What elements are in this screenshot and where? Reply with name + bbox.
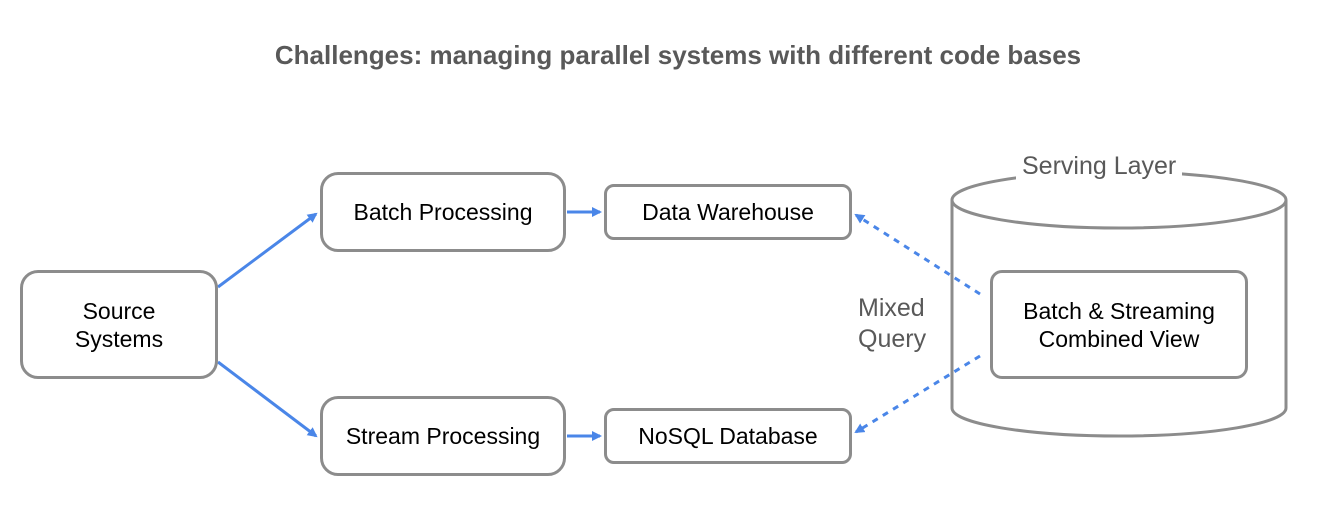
data-warehouse-label: Data Warehouse [642,199,814,225]
stream-processing-node: Stream Processing [320,396,566,476]
mixed-query-label: Mixed Query [858,294,927,353]
source-systems-node: Source Systems [20,270,218,379]
diagram-title: Challenges: managing parallel systems wi… [274,40,1082,70]
serving-layer-label: Serving Layer [1016,152,1183,181]
batch-processing-node: Batch Processing [320,172,566,252]
stream-processing-label: Stream Processing [345,423,541,449]
nosql-database-label: NoSQL Database [638,423,818,449]
source-systems-label: Source Systems [74,297,164,352]
data-warehouse-node: Data Warehouse [604,184,852,240]
dashed-arrow-query-to-nosql [854,354,981,434]
combined-view-node: Batch & Streaming Combined View [990,270,1248,379]
combined-view-label: Batch & Streaming Combined View [1023,297,1215,352]
arrow-source-to-batch [217,212,318,289]
arrow-source-to-stream [217,360,318,438]
dashed-arrow-query-to-warehouse [854,213,981,296]
nosql-database-node: NoSQL Database [604,408,852,464]
batch-processing-label: Batch Processing [353,199,533,225]
